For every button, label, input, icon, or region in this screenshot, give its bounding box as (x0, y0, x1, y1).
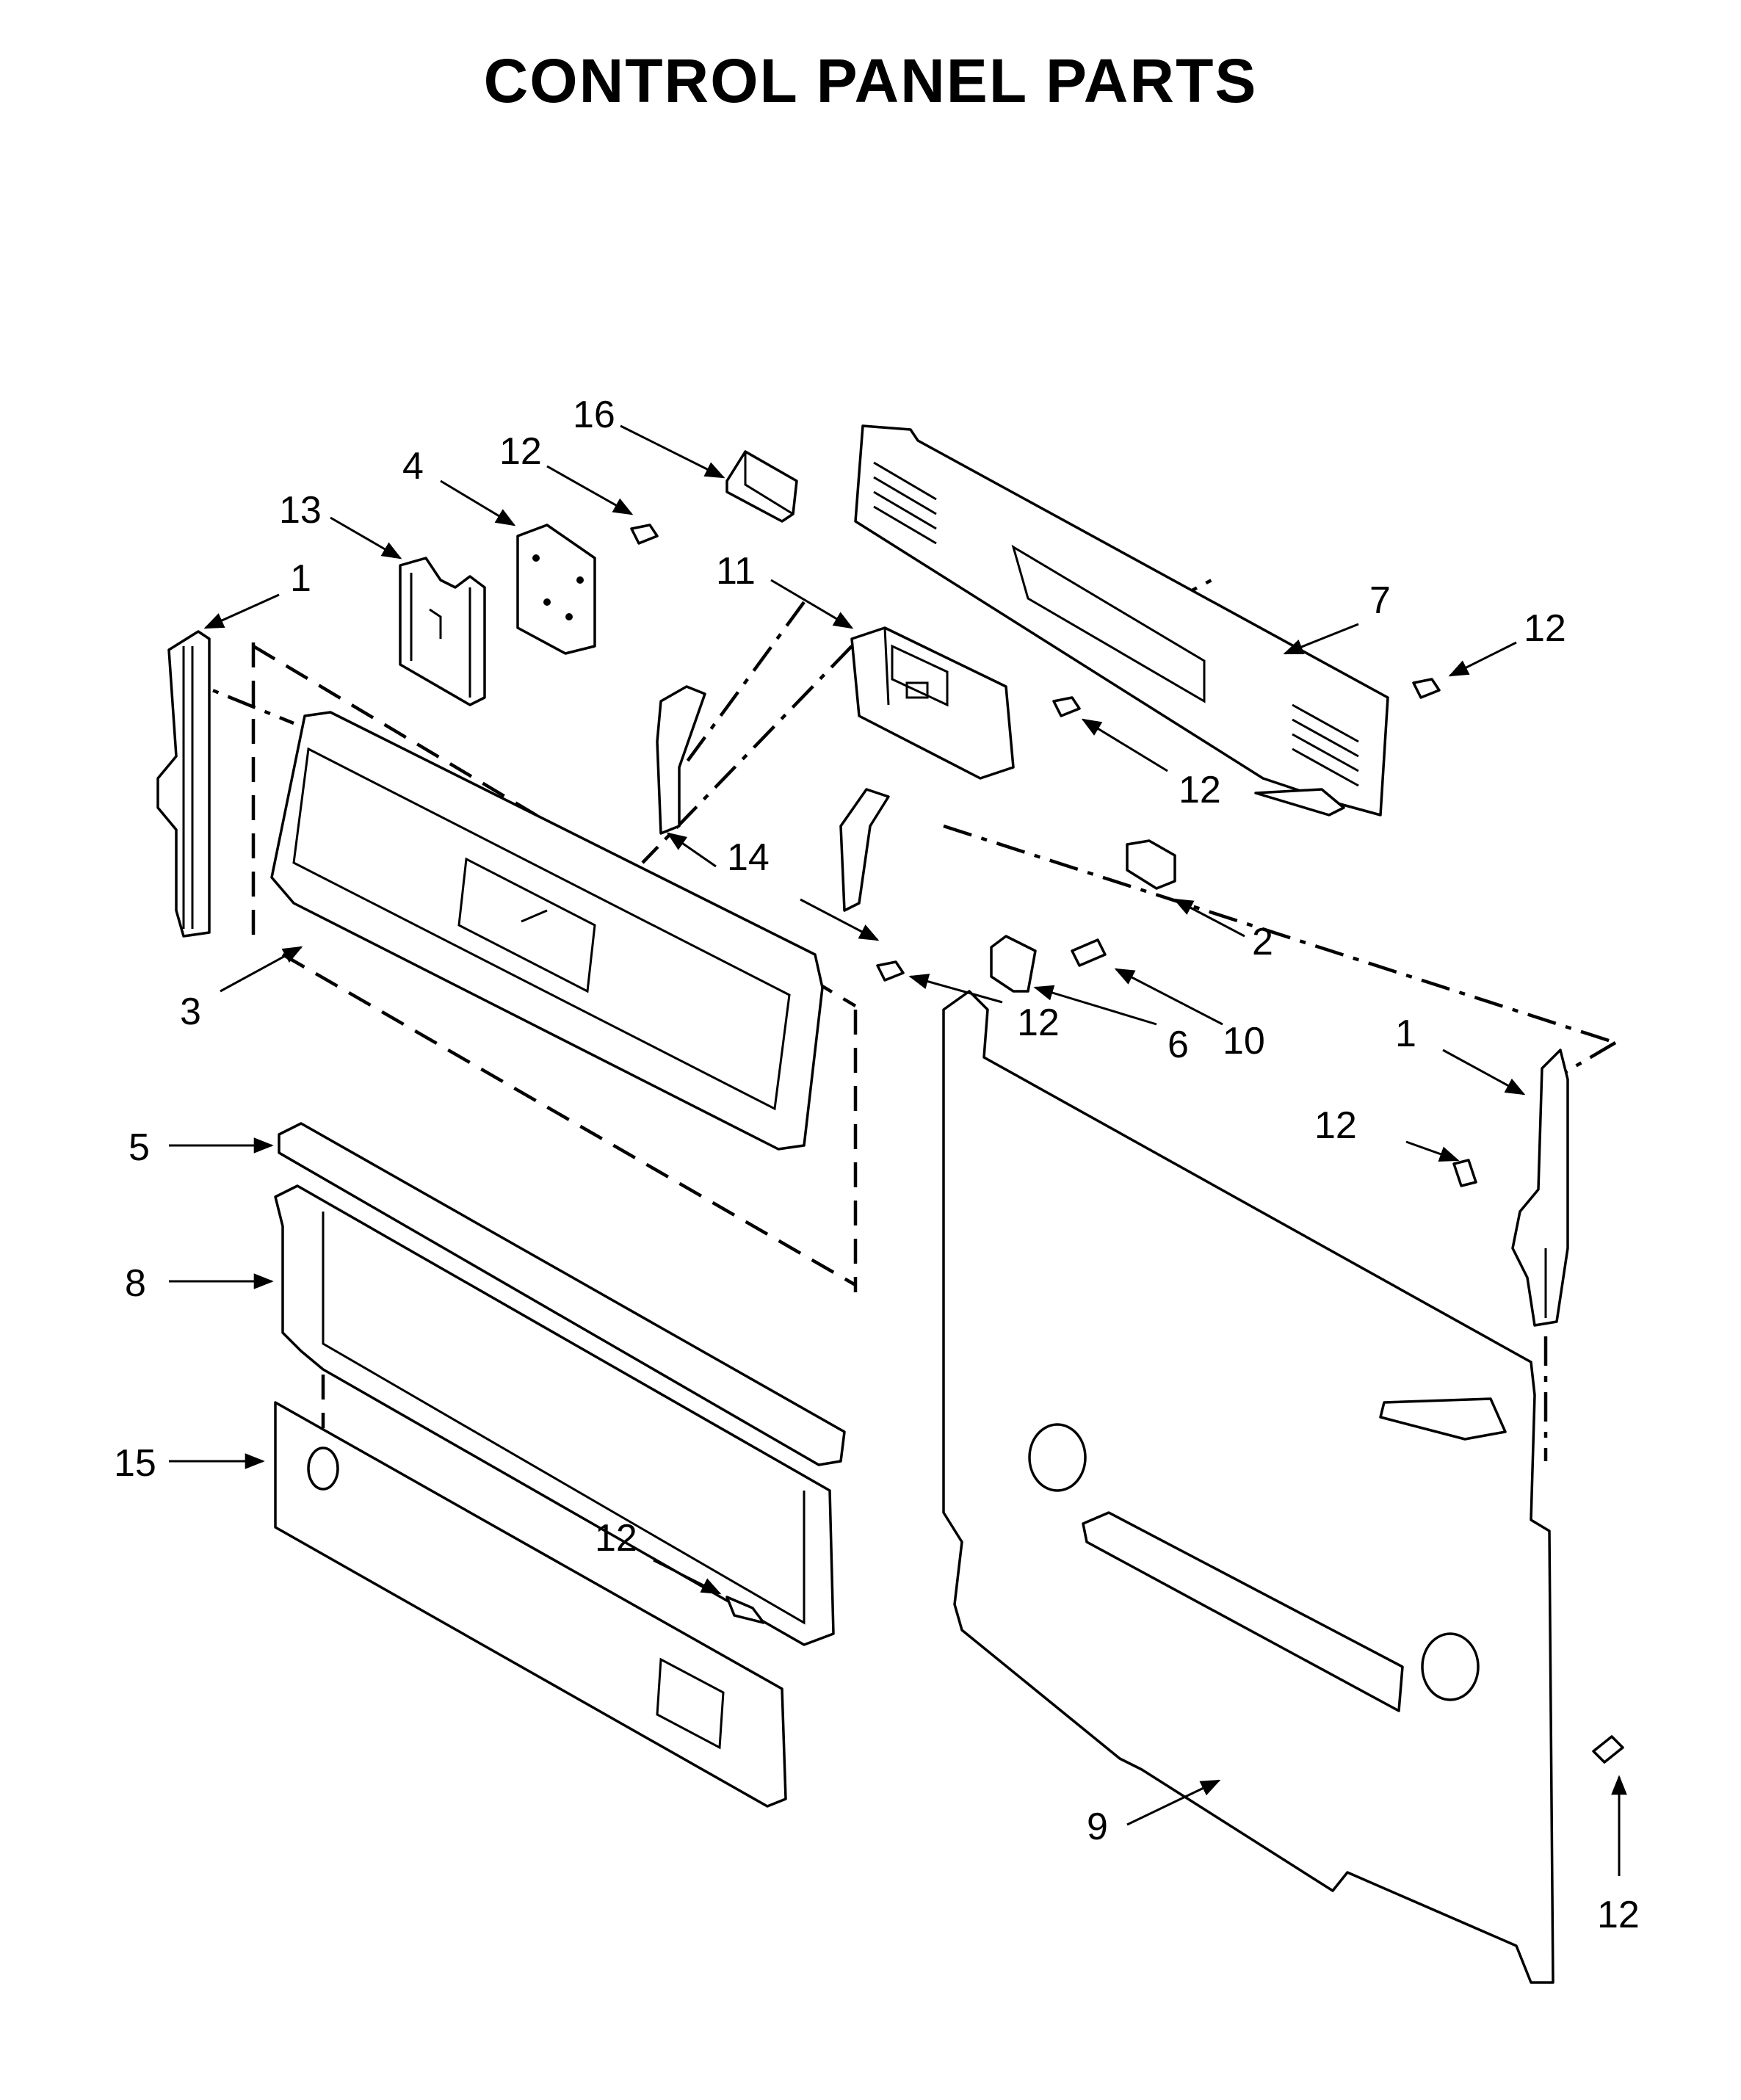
callout-label: 11 (716, 550, 756, 593)
part-rear-control-panel (854, 424, 1389, 817)
part-electronic-control (850, 626, 1015, 780)
part-side-bracket-right (1511, 1049, 1569, 1327)
callout-labels: 16 12 4 13 1 11 7 12 12 14 2 3 12 10 6 1… (114, 394, 1640, 1936)
callout-label: 12 (1524, 607, 1566, 650)
callout-label: 14 (727, 836, 770, 879)
part-terminal-block (1126, 839, 1176, 890)
diagram-title: CONTROL PANEL PARTS (483, 46, 1258, 115)
part-control-console (270, 711, 824, 1151)
callout-label: 8 (125, 1262, 146, 1305)
callout-label: 1 (290, 557, 311, 600)
callout-label: 15 (114, 1442, 156, 1485)
part-clip-and-screw (990, 935, 1107, 993)
part-circuit-board (516, 524, 596, 655)
callout-leaders (169, 424, 1627, 1876)
callout-label: 6 (1168, 1024, 1189, 1066)
callout-label: 12 (1597, 1894, 1640, 1936)
callout-label: 3 (180, 991, 201, 1033)
callout-label: 1 (1395, 1013, 1416, 1055)
part-console-frame (274, 1184, 835, 1646)
part-top-rail (278, 1122, 846, 1466)
callout-label: 7 (1369, 579, 1391, 622)
callout-label: 12 (595, 1517, 637, 1560)
part-knob-bracket (399, 557, 486, 706)
callout-label: 4 (402, 445, 424, 488)
callout-label: 10 (1223, 1020, 1265, 1062)
part-lower-access-cover (274, 1401, 787, 1808)
callout-label: 16 (573, 394, 615, 436)
callout-label: 12 (499, 430, 542, 473)
part-mounting-clip (725, 450, 798, 523)
callout-label: 13 (279, 489, 322, 532)
callout-label: 9 (1087, 1806, 1108, 1848)
callout-label: 12 (1179, 769, 1221, 811)
part-main-backguard (942, 990, 1554, 1984)
screws (630, 524, 1624, 1764)
part-end-caps (656, 685, 890, 912)
callout-label: 2 (1252, 921, 1273, 963)
callout-label: 12 (1017, 1002, 1060, 1044)
callout-label: 12 (1314, 1104, 1357, 1147)
callout-label: 5 (129, 1126, 150, 1169)
part-side-bracket-left (156, 630, 211, 938)
